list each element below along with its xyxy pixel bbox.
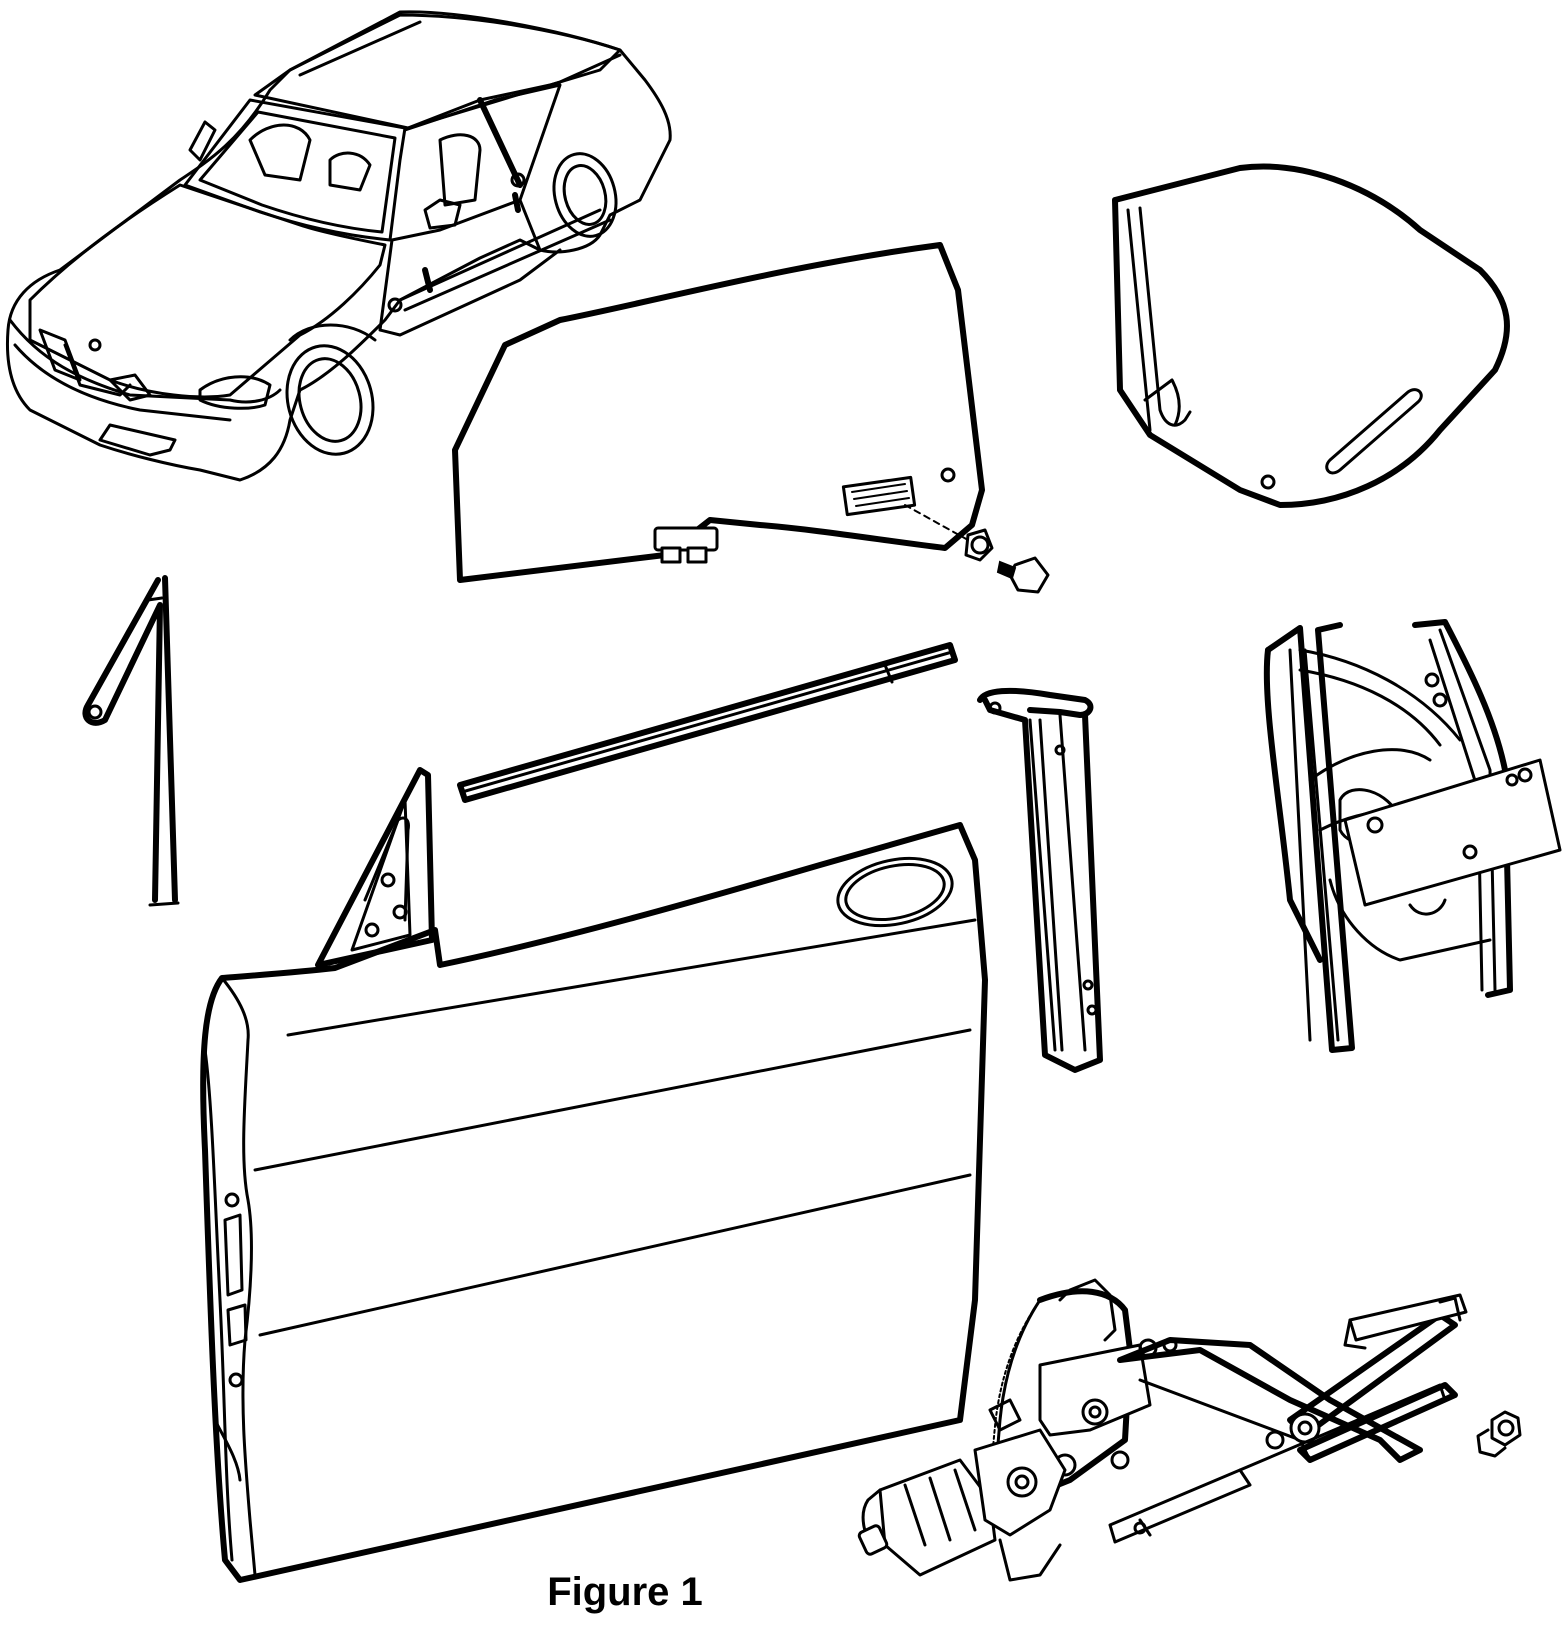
convertible-car-icon	[5, 10, 672, 482]
guide-rail-icon	[977, 687, 1103, 1073]
nut-icon	[1476, 1410, 1522, 1458]
regulator-motor-icon	[857, 1278, 1468, 1582]
figure-caption: Figure 1	[547, 1570, 703, 1614]
seal-strip-icon	[82, 575, 180, 907]
regulator-icon	[1263, 619, 1562, 1053]
quarter-window-glass	[1112, 163, 1510, 508]
belt-strip-icon	[457, 642, 958, 803]
glass-mounting-bolt	[964, 528, 1050, 594]
window-glass-icon	[452, 242, 985, 583]
door-panel-icon	[200, 767, 988, 1583]
